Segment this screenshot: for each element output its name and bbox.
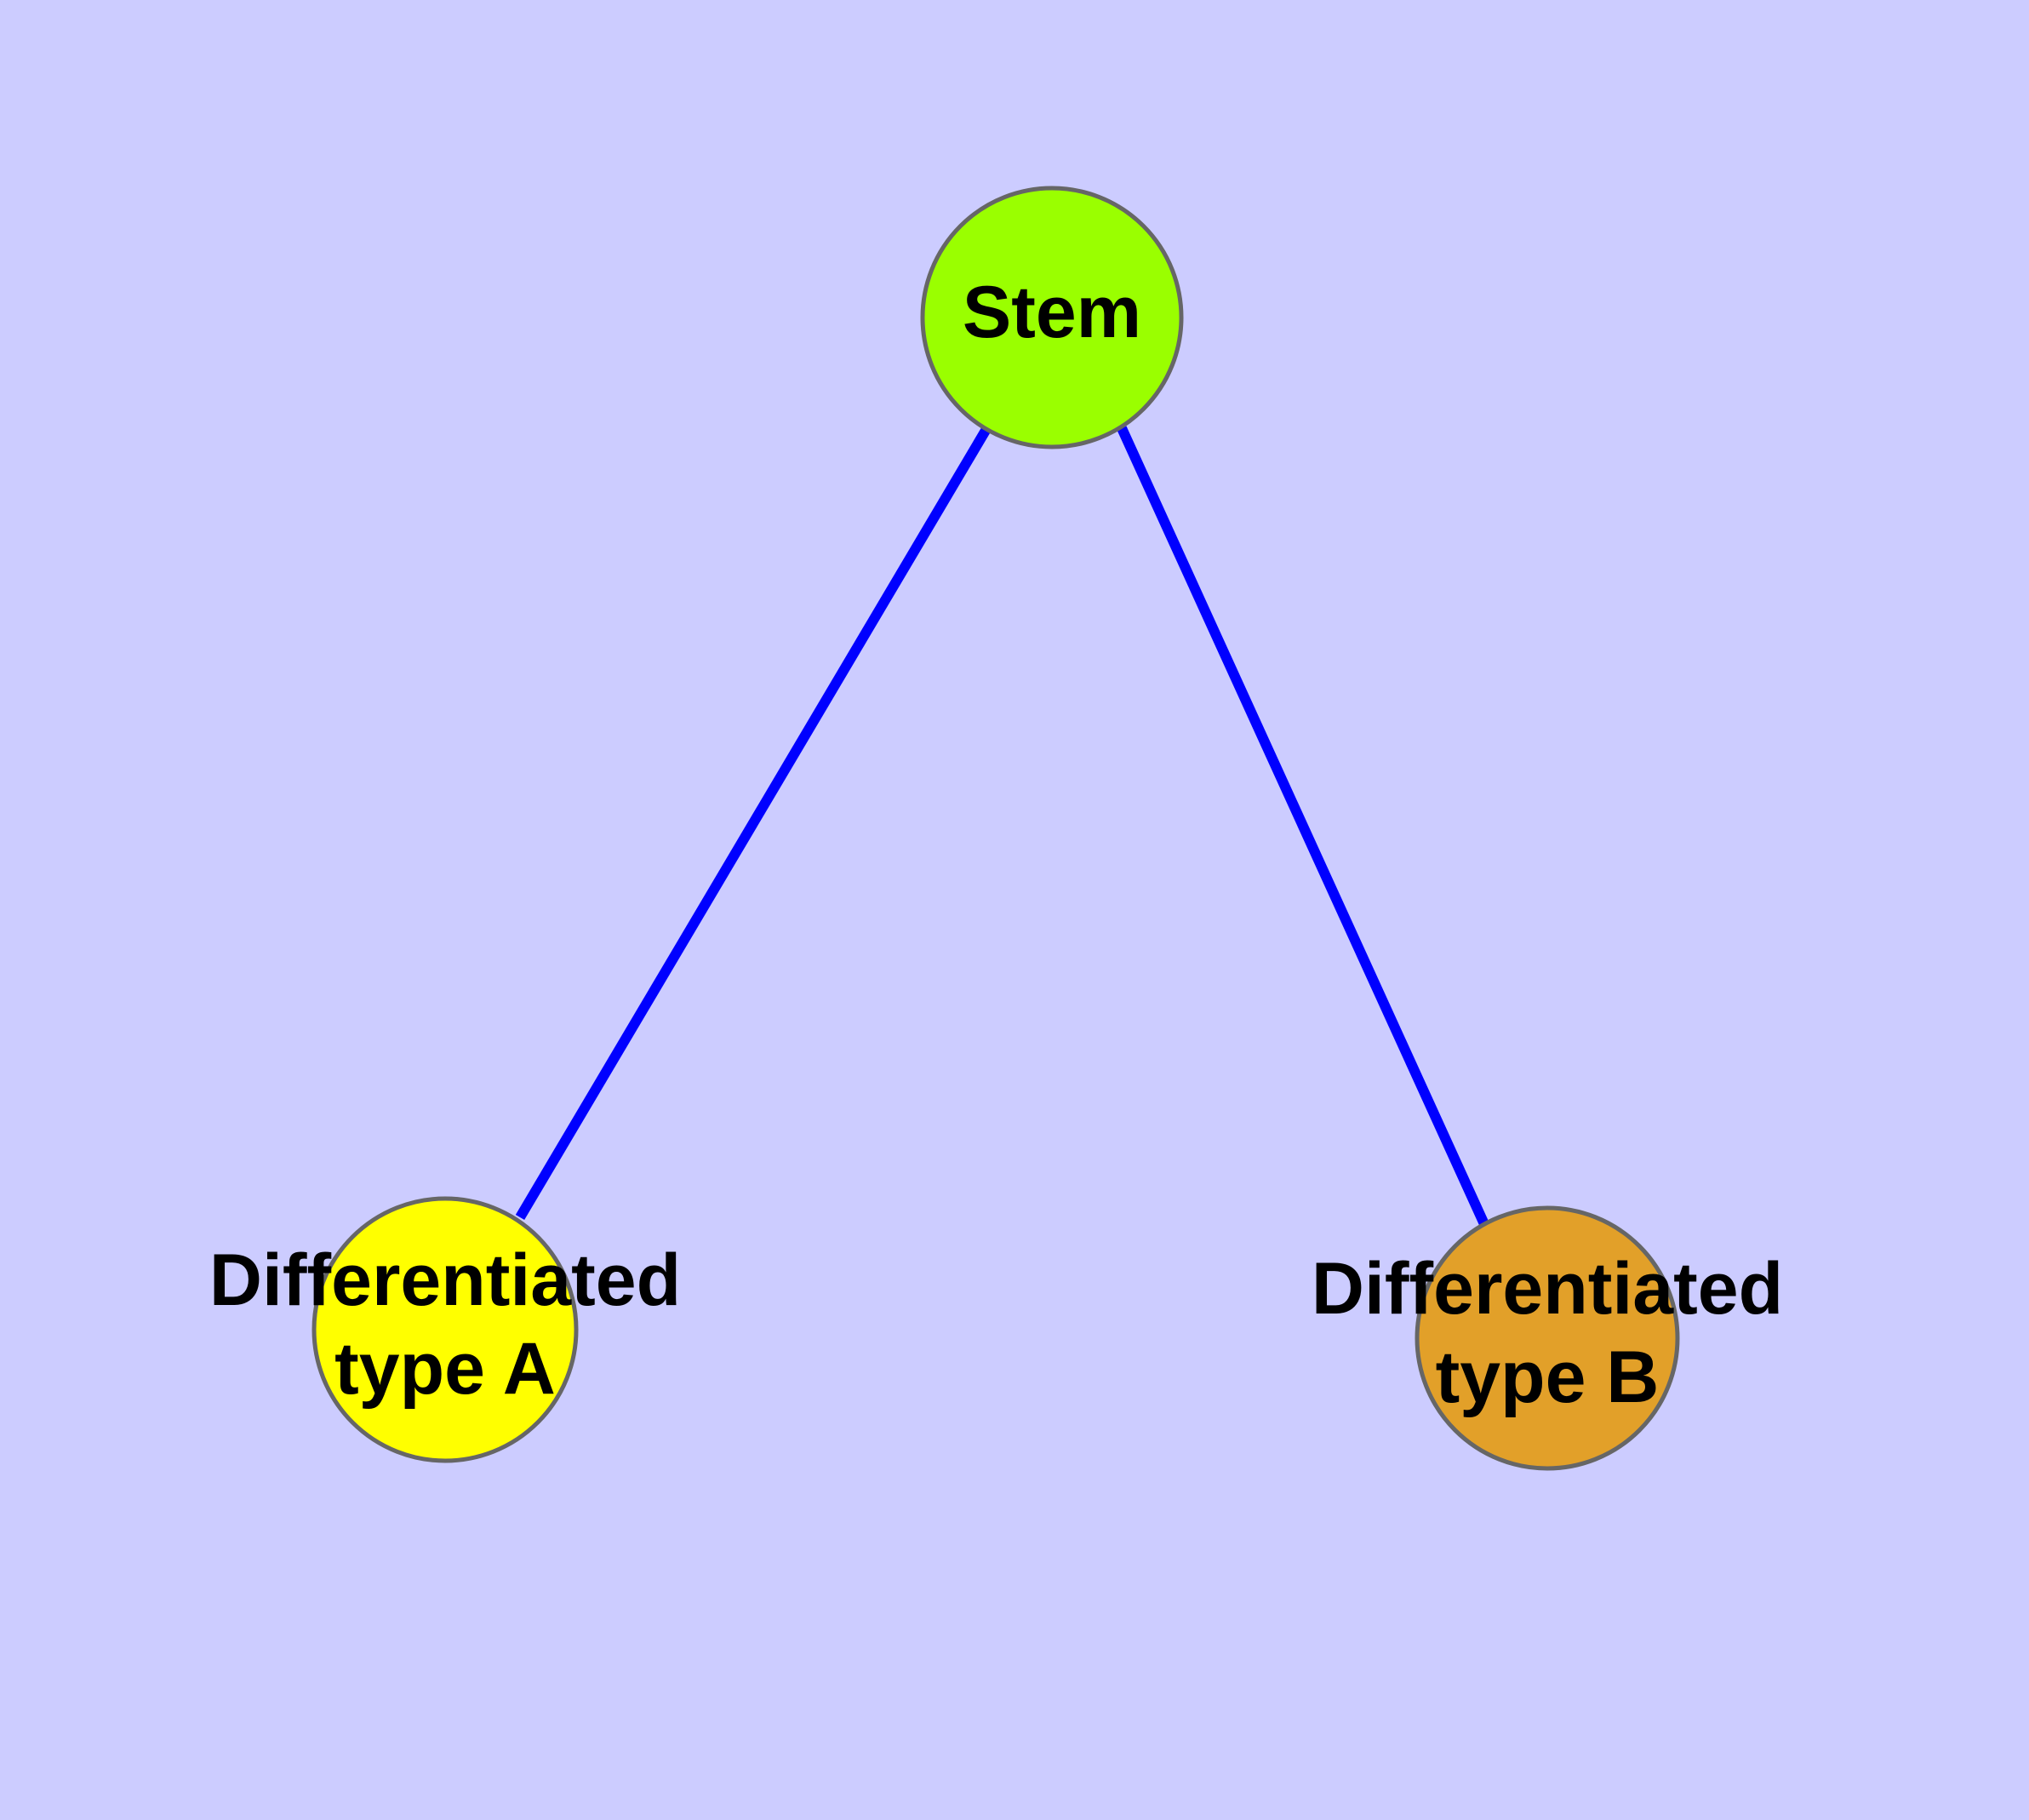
edges-layer <box>515 426 1489 1227</box>
graph-edge <box>515 426 992 1221</box>
node-circle-diff_b[interactable] <box>1415 1205 1680 1471</box>
node-circle-stem[interactable] <box>920 186 1184 449</box>
node-label-line: Differentiated <box>1312 1248 1783 1330</box>
node-label-line: Differentiated <box>209 1239 681 1321</box>
node-label-line: Stem <box>963 272 1141 353</box>
node-label-stem: Stem <box>963 272 1141 353</box>
graph-node-stem[interactable]: Stem <box>920 186 1184 449</box>
node-label-line: type B <box>1436 1336 1660 1418</box>
node-circle-diff_a[interactable] <box>311 1196 579 1463</box>
graph-edge <box>1117 426 1489 1227</box>
node-label-line: type A <box>334 1328 556 1410</box>
